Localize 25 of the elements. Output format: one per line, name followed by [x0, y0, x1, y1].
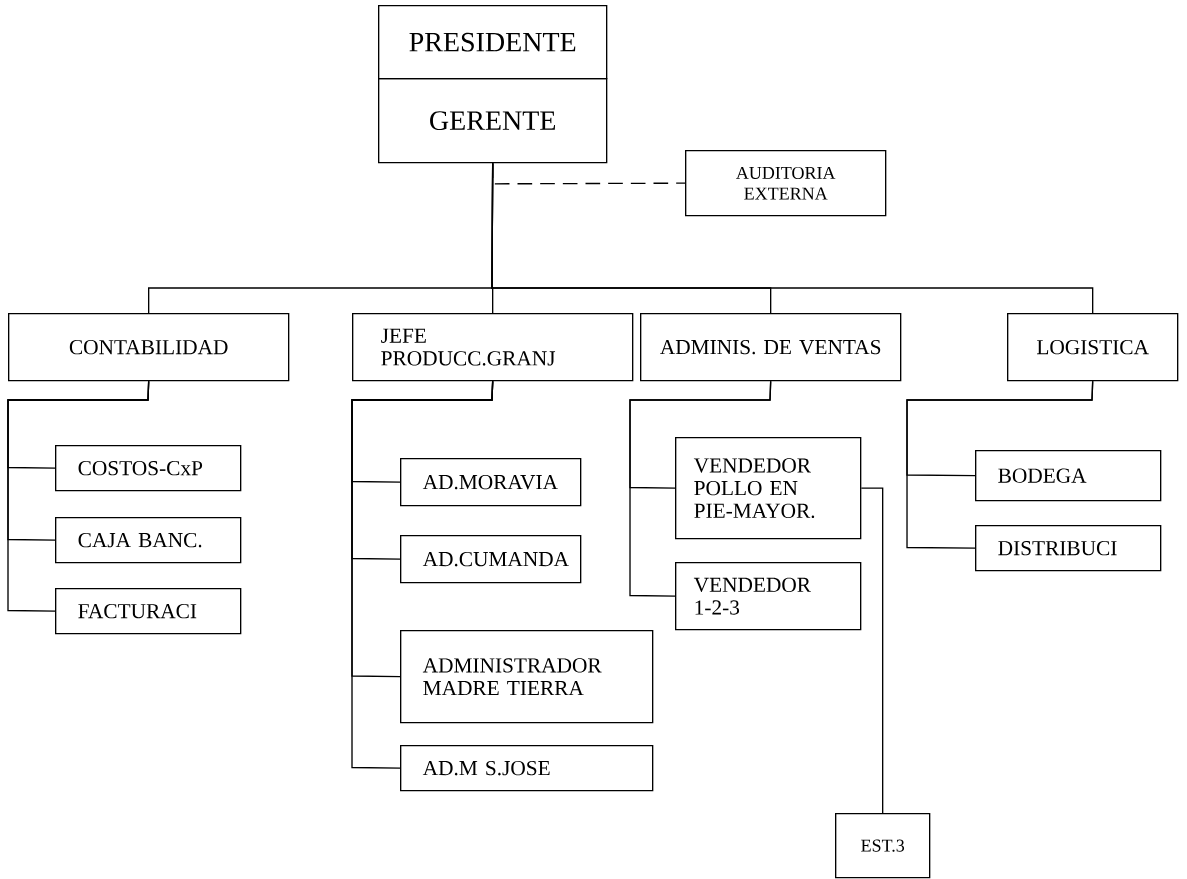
org-box: AUDITORIA EXTERNA: [685, 150, 887, 217]
connector-line: [7, 380, 150, 612]
org-box: AD.CUMANDA: [400, 535, 582, 584]
org-box: GERENTE: [378, 78, 608, 164]
org-box: ADMINISTRADOR MADRE TIERRA: [400, 630, 654, 724]
connector-line: [860, 487, 884, 814]
org-box: COSTOS-CxP: [55, 445, 242, 492]
org-box: DISTRIBUCI: [975, 525, 1162, 572]
connector-line: [491, 162, 1094, 314]
org-box: VENDEDOR 1-2-3: [675, 562, 862, 631]
org-box: VENDEDOR POLLO EN PIE-MAYOR.: [675, 437, 862, 540]
org-box: LOGISTICA: [1007, 313, 1179, 382]
org-box: CAJA BANC.: [55, 517, 242, 564]
connector-line: [906, 380, 1094, 549]
connector-line: [351, 380, 494, 769]
org-box: FACTURACI: [55, 588, 242, 635]
org-box: AD.MORAVIA: [400, 458, 582, 507]
org-box: JEFE PRODUCC.GRANJ: [352, 313, 634, 382]
org-box: ADMINIS. DE VENTAS: [640, 313, 902, 382]
org-box: CONTABILIDAD: [8, 313, 290, 382]
org-box: PRESIDENTE: [378, 5, 608, 80]
org-box: AD.M S.JOSE: [400, 745, 654, 792]
org-box: EST.3: [835, 813, 931, 879]
org-box: BODEGA: [975, 450, 1162, 502]
connector-line: [629, 380, 772, 597]
